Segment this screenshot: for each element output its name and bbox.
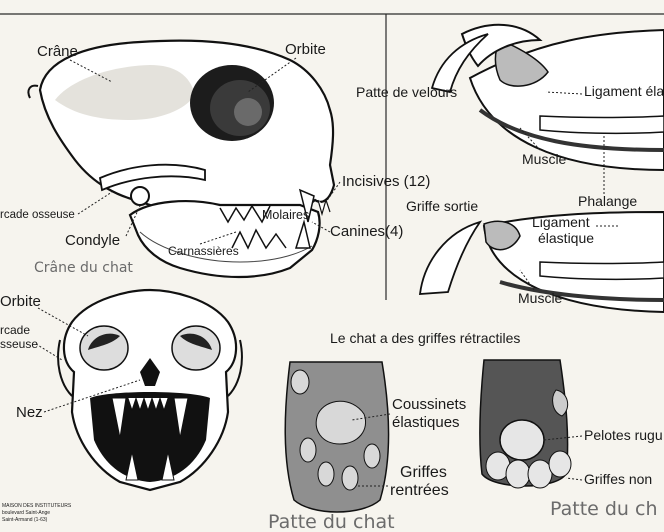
paw-right-drawing: [480, 360, 571, 488]
label-crane: Crâne: [37, 43, 78, 60]
label-orbite-front: Orbite: [0, 293, 41, 310]
paw-left-drawing: [285, 362, 388, 512]
label-muscle-top: Muscle: [522, 151, 567, 167]
caption-patte-du-chat: Patte du chat: [268, 511, 395, 532]
label-phalange: Phalange: [578, 193, 637, 209]
label-incisives: Incisives (12): [342, 173, 430, 190]
label-griffes-2: rentrées: [390, 482, 449, 499]
label-orbite-side: Orbite: [285, 41, 326, 58]
label-pelotes: Pelotes rugu: [584, 427, 663, 443]
label-arcade-front-2: sseuse: [0, 337, 38, 351]
label-coussinets-1: Coussinets: [392, 396, 466, 413]
label-canines: Canines(4): [330, 223, 403, 240]
label-ligament-bottom-2: élastique: [538, 230, 594, 246]
paws-title: Le chat a des griffes rétractiles: [330, 330, 520, 346]
label-carnassieres: Carnassières: [168, 244, 239, 258]
skull-front-drawing: [58, 290, 242, 490]
label-arcade-front-1: rcade: [0, 323, 30, 337]
label-coussinets-2: élastiques: [392, 414, 460, 431]
label-arcade-osseuse-side: rcade osseuse: [0, 209, 75, 221]
label-muscle-bottom: Muscle: [518, 290, 563, 306]
label-griffes-non: Griffes non: [584, 471, 652, 487]
label-patte-de-velours: Patte de velours: [356, 84, 457, 100]
label-ligament-elastique-top: Ligament éla: [584, 83, 664, 99]
label-molaires: Molaires: [262, 208, 309, 222]
label-nez: Nez: [16, 404, 43, 421]
caption-crane-du-chat: Crâne du chat: [34, 260, 133, 276]
caption-patte-du-ch: Patte du ch: [550, 498, 658, 520]
label-griffe-sortie: Griffe sortie: [406, 198, 478, 214]
leader-griffes-non: [566, 478, 582, 480]
publisher-line-2: boulevard Saint-Ange: [2, 510, 50, 516]
label-griffes-1: Griffes: [400, 464, 447, 481]
leader-arcade-side: [78, 192, 112, 214]
label-condyle: Condyle: [65, 232, 120, 249]
publisher-line-3: Saint-Armand (1-63): [2, 517, 48, 523]
publisher-line-1: MAISON DES INSTITUTEURS: [2, 503, 72, 509]
label-ligament-bottom-1: Ligament: [532, 214, 590, 230]
